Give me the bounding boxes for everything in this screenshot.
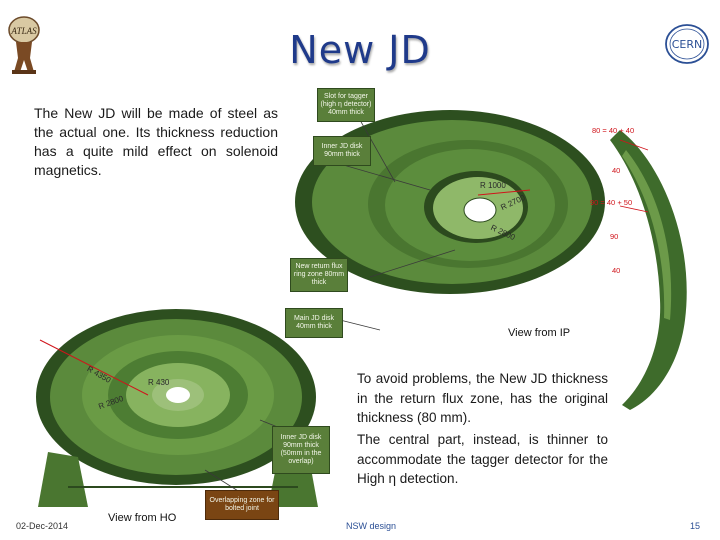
radius-label-r430: R 430	[148, 378, 170, 387]
callout-overlap: Overlapping zone for bolted joint	[205, 490, 279, 520]
radius-label-r1000: R 1000	[480, 181, 506, 190]
slide-title: New JD	[289, 28, 431, 72]
dim-40a: 40	[612, 166, 621, 175]
callout-main-disk: Main JD disk 40mm thick	[285, 308, 343, 338]
paragraph-return-flux: To avoid problems, the New JD thickness …	[357, 371, 608, 425]
view-from-ip-label: View from IP	[508, 327, 571, 339]
callout-new-return: New return flux ring zone 80mm thick	[290, 258, 348, 292]
callout-inner-disk-bottom: Inner JD disk 90mm thick (50mm in the ov…	[272, 426, 330, 474]
view-from-ho-label: View from HO	[108, 512, 177, 524]
jd-disk-ip-view	[295, 110, 605, 294]
jd-cross-section	[610, 130, 687, 410]
footer-date: 02-Dec-2014	[16, 521, 69, 531]
intro-text: The New JD will be made of steel as the …	[34, 105, 278, 178]
callout-slot-tagger: Slot for tagger (high η detector) 40mm t…	[317, 88, 375, 122]
dim-80: 80 = 40 + 40	[592, 126, 635, 135]
atlas-logo: ATLAS	[8, 16, 40, 74]
svg-text:CERN: CERN	[672, 38, 703, 51]
callout-inner-disk-top: Inner JD disk 90mm thick	[313, 136, 371, 166]
dim-90b: 90	[610, 232, 619, 241]
jd-disk-ho-view	[36, 309, 318, 507]
footer-center: NSW design	[346, 521, 397, 531]
dim-90: 90 = 40 + 50	[590, 198, 633, 207]
cern-logo: CERN	[665, 24, 709, 64]
page-number: 15	[690, 521, 701, 531]
paragraph-central-part: The central part, instead, is thinner to…	[357, 432, 608, 486]
svg-text:ATLAS: ATLAS	[10, 26, 37, 36]
dim-40b: 40	[612, 266, 621, 275]
